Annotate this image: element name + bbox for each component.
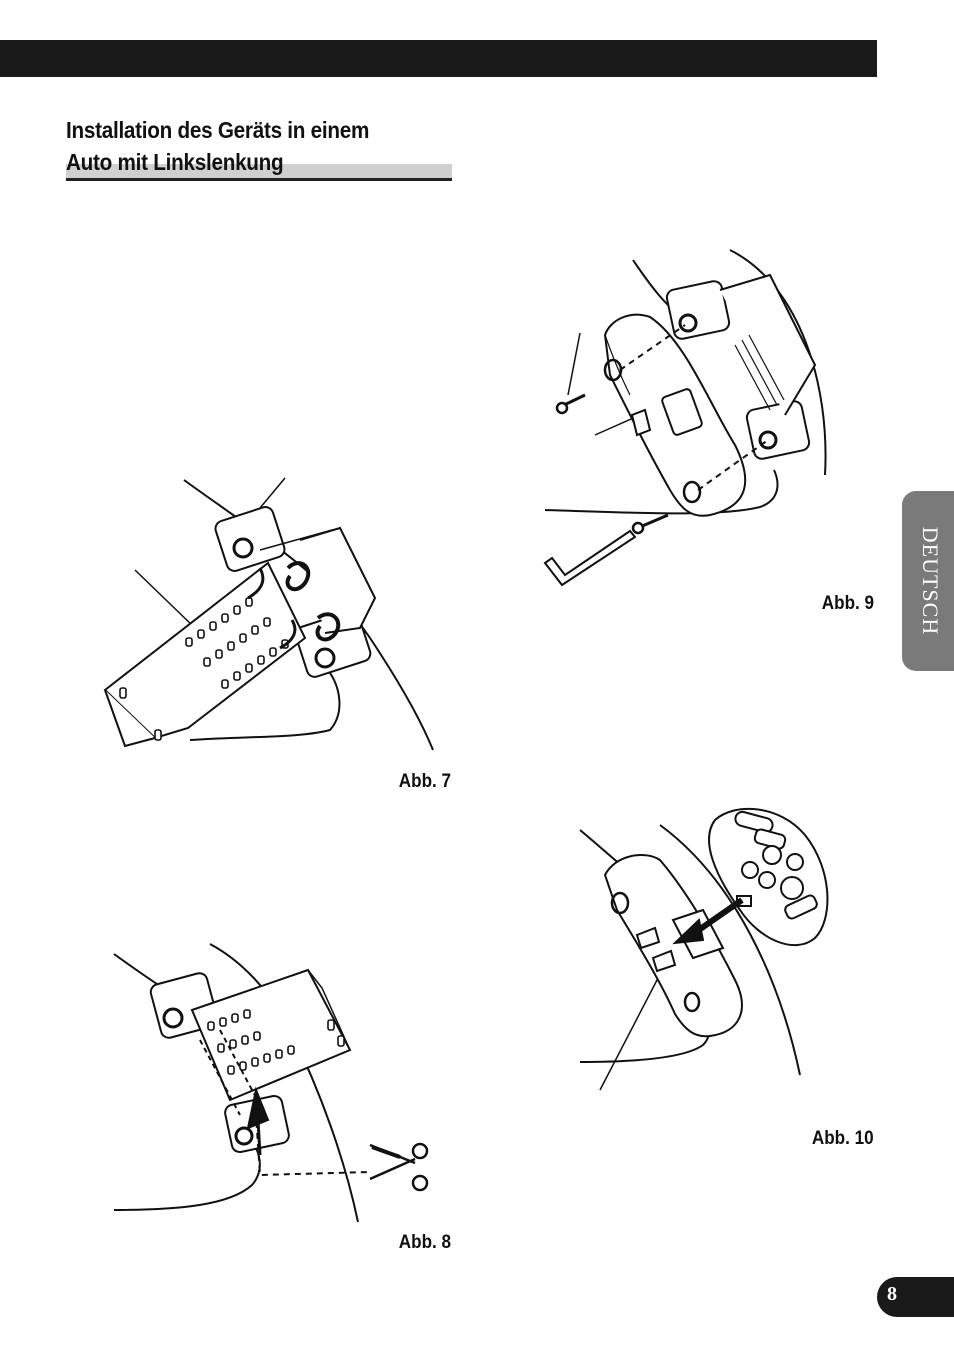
figure-7-caption: Abb. 7 [398, 771, 451, 792]
heading-line-2: Auto mit Linkslenkung [66, 149, 284, 175]
figure-7-illustration [100, 468, 445, 758]
heading-line-1: Installation des Geräts in einem [66, 117, 370, 143]
figure-9-illustration [540, 245, 840, 595]
figure-8-caption: Abb. 8 [398, 1232, 451, 1253]
section-heading: Installation des Geräts in einem Auto mi… [66, 114, 452, 181]
figure-10-caption: Abb. 10 [812, 1128, 874, 1149]
language-tab-label: DEUTSCH [918, 526, 944, 636]
page-number: 8 [887, 1283, 897, 1305]
language-tab: DEUTSCH [902, 491, 954, 671]
heading-underline-rule [66, 178, 452, 181]
figure-8-illustration [100, 940, 445, 1225]
page-number-badge: 8 [877, 1277, 954, 1317]
figure-10-illustration [575, 800, 840, 1100]
header-bar [0, 40, 877, 77]
figure-9-caption: Abb. 9 [821, 593, 874, 614]
